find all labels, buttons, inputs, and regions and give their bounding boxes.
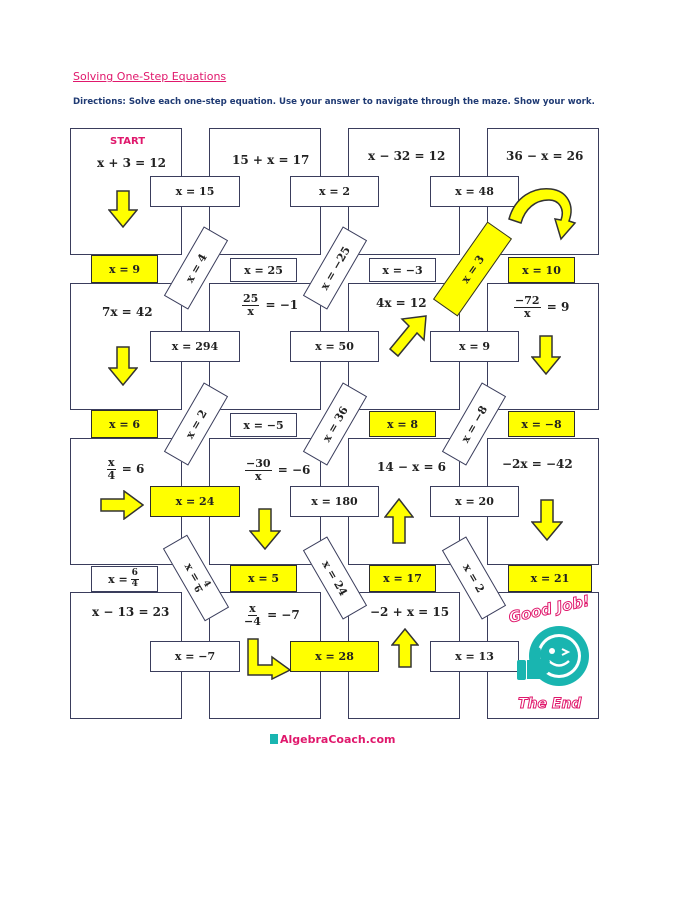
answer-box: x = −5	[230, 413, 297, 437]
page-title: Solving One-Step Equations	[73, 70, 227, 83]
equation: 14 − x = 6	[377, 460, 447, 474]
answer-box: x = 9	[430, 331, 519, 362]
equation-rest: = 9	[546, 300, 570, 315]
arrow-elbow-icon	[247, 638, 292, 680]
arrow-right-icon	[100, 490, 144, 520]
footer-brand: AlgebraCoach.com	[270, 733, 395, 746]
denominator: x	[523, 307, 531, 321]
numerator: 6	[130, 567, 139, 580]
answer-box-highlighted: x = 9	[91, 255, 158, 283]
denominator: 4	[131, 578, 138, 589]
answer-box: x = 20	[430, 486, 519, 517]
equation-rest: = −7	[267, 608, 300, 623]
equation-rest: = −1	[265, 298, 299, 313]
answer-box: x = 294	[150, 331, 240, 362]
arrow-down-icon	[249, 508, 281, 550]
answer-box-highlighted: x = −8	[508, 411, 575, 437]
answer-box-highlighted: x = 24	[150, 486, 240, 517]
numerator: x	[107, 456, 116, 471]
equation: x − 13 = 23	[92, 605, 170, 619]
directions: Directions: Solve each one-step equation…	[73, 97, 595, 107]
answer-box-highlighted: x = 21	[508, 565, 592, 592]
equation: x + 3 = 12	[97, 156, 167, 170]
denominator: 4	[107, 469, 116, 483]
answer-lhs: x =	[108, 572, 128, 586]
equation-rest: = −6	[277, 463, 311, 478]
answer-box-highlighted: x = 28	[290, 641, 379, 672]
equation-rest: = 6	[121, 462, 145, 477]
answer-box-highlighted: x = 5	[230, 565, 297, 592]
answer-box: x = 48	[430, 176, 519, 207]
answer-box: x = 2	[290, 176, 379, 207]
answer-box: x = −3	[369, 258, 436, 282]
numerator: −30	[245, 457, 272, 472]
answer-box-highlighted: x = 8	[369, 411, 436, 437]
answer-box: x = 50	[290, 331, 379, 362]
start-label: START	[110, 136, 146, 147]
denominator: x	[247, 305, 254, 319]
numerator: x	[248, 602, 257, 617]
arrow-down-icon	[531, 499, 563, 541]
equation-fraction: x−4 = −7	[244, 602, 300, 629]
arrow-up-icon	[384, 498, 414, 544]
denominator: 6	[191, 583, 204, 595]
answer-box-highlighted: x = 17	[369, 565, 436, 592]
answer-box: x = 25	[230, 258, 297, 282]
thumbs-up-smiley-icon	[517, 626, 589, 686]
answer-box-highlighted: x = 6	[91, 410, 158, 438]
calculator-icon	[270, 734, 278, 744]
numerator: −72	[514, 294, 541, 309]
equation: −2 + x = 15	[370, 605, 450, 619]
denominator: x	[254, 470, 262, 484]
denominator: −4	[244, 615, 261, 629]
numerator: 25	[242, 292, 260, 307]
answer-lhs: x =	[182, 560, 204, 584]
equation: −2x = −42	[502, 457, 573, 471]
arrow-down-icon	[108, 190, 138, 228]
answer-box: x = 13	[430, 641, 519, 672]
arrow-up-right-icon	[388, 315, 427, 358]
arrow-up-icon	[391, 628, 419, 668]
arrow-down-icon	[531, 335, 561, 375]
answer-box: x = 15	[150, 176, 240, 207]
equation: 15 + x = 17	[232, 153, 310, 167]
the-end-text: The End	[517, 696, 582, 713]
answer-box-highlighted: x = 10	[508, 257, 575, 283]
arrow-curved-icon	[508, 188, 577, 241]
arrow-down-icon	[108, 346, 138, 386]
answer-box: x = −7	[150, 641, 240, 672]
answer-box: x = 180	[290, 486, 379, 517]
equation: x − 32 = 12	[368, 149, 446, 163]
equation: 4x = 12	[376, 296, 427, 310]
footer-brand-text: AlgebraCoach.com	[280, 733, 396, 746]
equation: 36 − x = 26	[506, 149, 584, 163]
equation: 7x = 42	[102, 305, 153, 319]
